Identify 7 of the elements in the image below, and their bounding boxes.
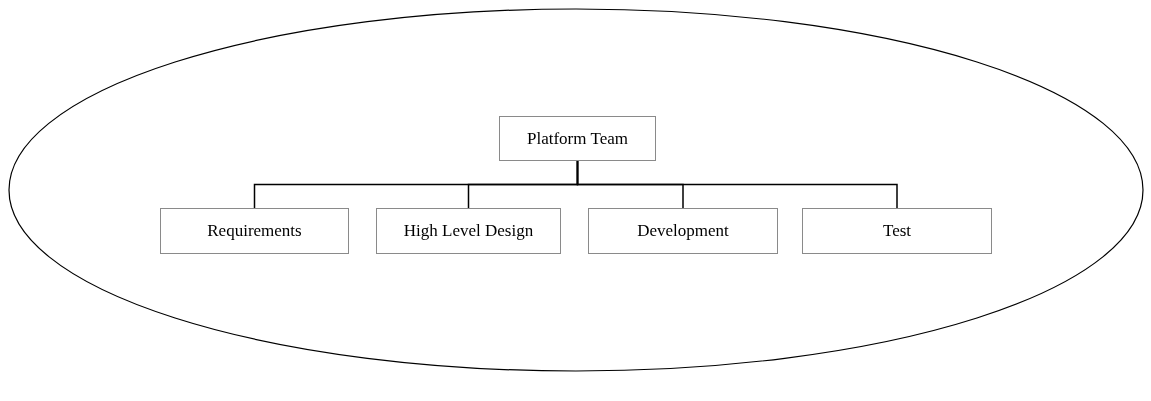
- org-box: Test: [802, 208, 992, 254]
- org-box: Development: [588, 208, 778, 254]
- ellipse-outline: [8, 8, 1144, 372]
- org-box: High Level Design: [376, 208, 561, 254]
- org-box: Requirements: [160, 208, 349, 254]
- org-box: Platform Team: [499, 116, 656, 161]
- connector-line: [576, 160, 898, 209]
